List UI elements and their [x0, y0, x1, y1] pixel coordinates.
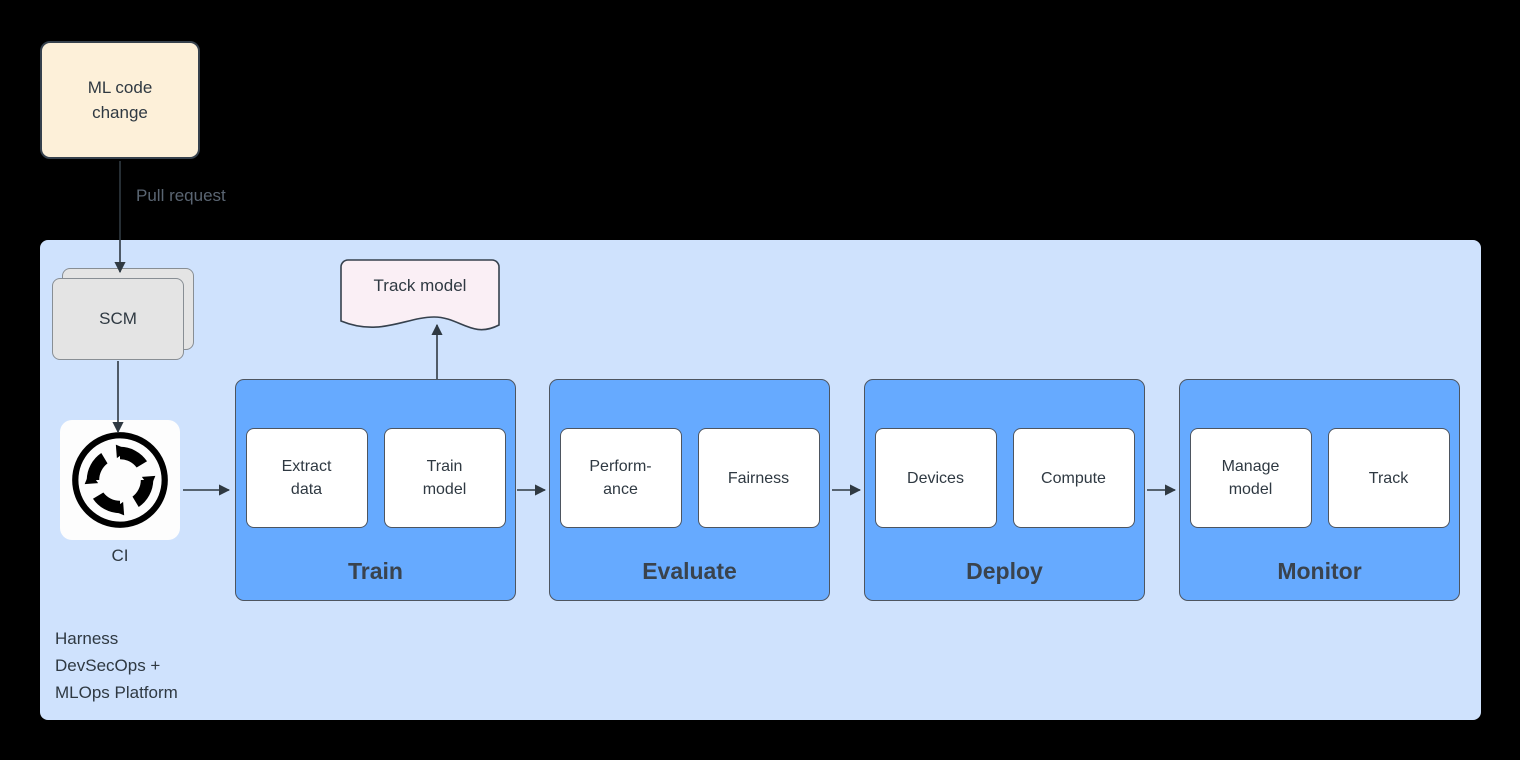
ci-label: CI [111, 546, 129, 565]
node-ci[interactable] [60, 420, 180, 540]
document-shape-icon [340, 259, 500, 331]
node-track-model[interactable] [340, 259, 500, 336]
substep-extract-data[interactable]: Extract data [245, 428, 368, 528]
stage-evaluate[interactable]: Perform- ance Fairness Evaluate [549, 379, 830, 601]
stage-train-substeps: Extract data Train model [236, 428, 515, 528]
substep-performance[interactable]: Perform- ance [559, 428, 682, 528]
track-model-label: Track model [373, 276, 467, 295]
stage-train[interactable]: Extract data Train model Train [235, 379, 516, 601]
continuous-integration-loop-icon [72, 432, 168, 528]
platform-caption: Harness DevSecOps + MLOps Platform [55, 629, 178, 702]
substep-fairness[interactable]: Fairness [697, 428, 820, 528]
substep-train-model[interactable]: Train model [383, 428, 506, 528]
stage-deploy-substeps: Devices Compute [865, 428, 1144, 528]
substep-manage-model[interactable]: Manage model [1189, 428, 1312, 528]
node-scm[interactable]: SCM [52, 268, 194, 360]
stage-train-title: Train [348, 558, 403, 584]
stage-monitor[interactable]: Manage model Track Monitor [1179, 379, 1460, 601]
stage-monitor-substeps: Manage model Track [1180, 428, 1459, 528]
edge-label-pull-request: Pull request [136, 186, 226, 205]
substep-track[interactable]: Track [1327, 428, 1450, 528]
node-ml-code-change[interactable]: ML code change [40, 41, 200, 159]
stage-monitor-title: Monitor [1277, 558, 1362, 584]
stage-deploy[interactable]: Devices Compute Deploy [864, 379, 1145, 601]
stage-evaluate-title: Evaluate [642, 558, 737, 584]
substep-devices[interactable]: Devices [874, 428, 997, 528]
scm-label: SCM [52, 278, 184, 360]
substep-compute[interactable]: Compute [1012, 428, 1135, 528]
stage-evaluate-substeps: Perform- ance Fairness [550, 428, 829, 528]
stage-deploy-title: Deploy [966, 558, 1043, 584]
